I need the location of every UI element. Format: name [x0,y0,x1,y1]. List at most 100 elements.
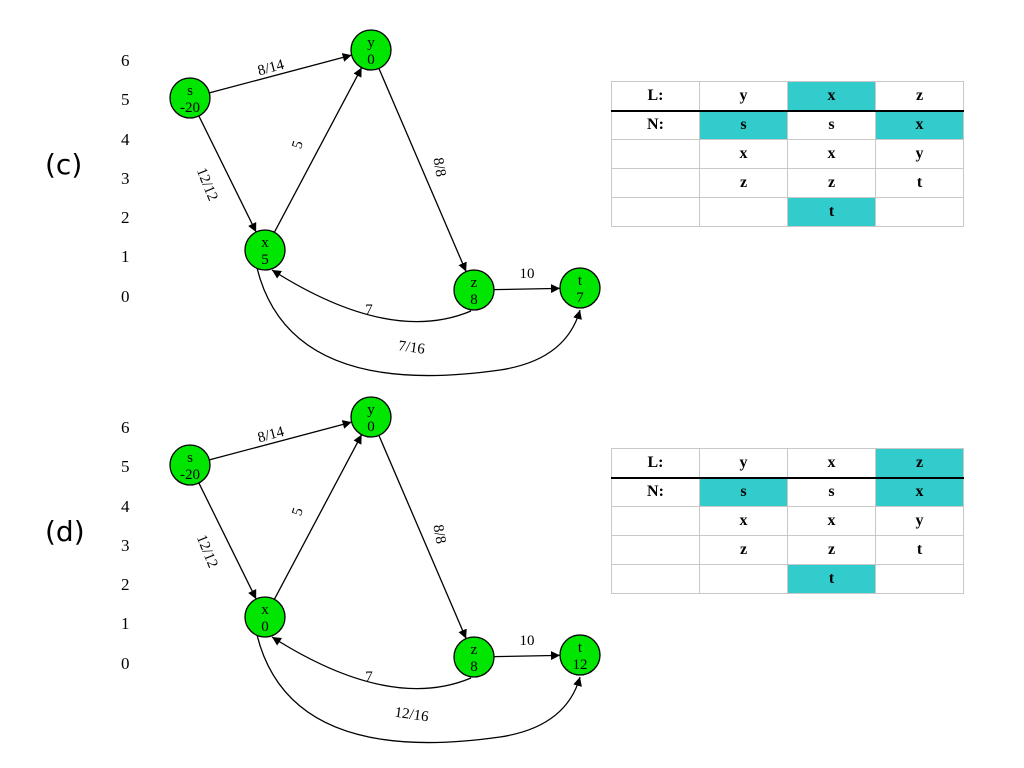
node-s: s-20 [169,444,211,486]
node-circle [453,269,495,311]
node-circle [169,444,211,486]
table-cell: y [699,81,788,112]
node-circle [169,77,211,119]
node-name: y [367,35,375,51]
edge-label-z-x: 7 [365,669,373,685]
edge-s-y [209,420,352,461]
node-value: 0 [261,619,269,635]
level-tick: 6 [121,51,130,70]
node-name: x [261,235,269,251]
table-cell [875,197,964,227]
edge-label-z-t: 10 [520,266,535,282]
table-cell: s [699,477,788,507]
table-cell: s [699,110,788,140]
node-name: s [187,83,193,99]
node-value: -20 [180,100,200,116]
node-t: t7 [559,267,601,309]
edge-label-s-x: 12/12 [193,533,221,571]
table-cell: N: [611,477,700,507]
table-cell: z [699,535,788,565]
edge-label-s-y: 8/14 [256,57,286,79]
table-cell [611,564,700,594]
table-cell [875,564,964,594]
level-tick: 6 [121,418,130,437]
level-tick: 3 [121,169,130,188]
node-circle [559,267,601,309]
node-s: s-20 [169,77,211,119]
level-tick: 0 [121,654,130,673]
node-value: 7 [576,290,584,306]
table-cell: s [787,110,876,140]
edge-z-x [271,269,472,323]
table-cell: x [699,506,788,536]
table-cell: x [787,81,876,112]
panel-label: (c) [45,148,82,181]
panel-c: 6543210(c)8/1412/1258/81077/16s-20y0x5z8… [45,29,601,377]
table-cell: x [787,448,876,479]
table-cell [611,535,700,565]
level-tick: 2 [121,208,130,227]
node-name: x [261,602,269,618]
node-z: z8 [453,636,495,678]
node-value: 5 [261,252,269,268]
edge-z-t [493,284,561,294]
table-cell [611,506,700,536]
node-x: x0 [244,596,286,638]
level-tick: 4 [121,130,130,149]
edge-z-t [493,651,561,661]
edge-s-x [198,115,257,233]
table-cell: z [875,81,964,112]
level-tick: 5 [121,90,130,109]
table-cell [611,139,700,169]
edge-label-x-t: 12/16 [394,705,431,726]
edge-label-z-x: 7 [365,302,373,318]
node-circle [350,29,392,71]
table-cell: z [699,168,788,198]
panel-label: (d) [45,515,85,548]
node-value: 8 [470,659,478,675]
node-value: 8 [470,292,478,308]
node-circle [244,229,286,271]
edge-y-z [378,435,467,639]
node-x: x5 [244,229,286,271]
level-tick: 2 [121,575,130,594]
table-cell: z [787,168,876,198]
table-cell [699,197,788,227]
node-circle [350,396,392,438]
edge-label-x-t: 7/16 [397,338,426,358]
edge-label-s-x: 12/12 [193,166,221,204]
table-cell [699,564,788,594]
table-cell: t [875,535,964,565]
edge-x-y [273,434,363,600]
table-cell: y [875,139,964,169]
table-cell: y [699,448,788,479]
level-tick: 4 [121,497,130,516]
table-cell: t [787,564,876,594]
table-cell: x [875,477,964,507]
node-value: 12 [573,657,588,673]
table-row: t [611,197,964,227]
node-y: y0 [350,29,392,71]
table-cell [611,168,700,198]
node-name: y [367,402,375,418]
table-cell [611,197,700,227]
node-name: t [578,273,583,289]
level-tick: 0 [121,287,130,306]
edge-x-y [273,67,363,233]
node-value: 0 [367,52,375,68]
table-cell: N: [611,110,700,140]
node-circle [244,596,286,638]
node-value: 0 [367,419,375,435]
edge-label-y-z: 8/8 [429,156,448,178]
panel-d: 6543210(d)8/1412/1258/810712/16s-20y0x0z… [45,396,601,744]
node-name: z [471,275,478,291]
edge-label-z-t: 10 [520,633,535,649]
